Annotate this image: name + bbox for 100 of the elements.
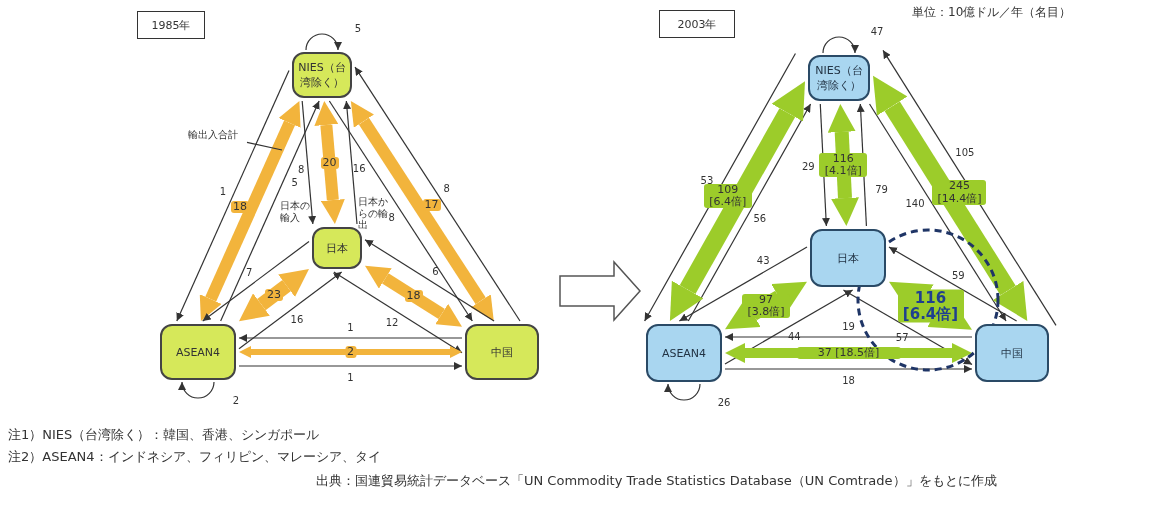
edge-label: 19: [842, 320, 855, 332]
trade-total-arrow: [889, 281, 972, 330]
flow-arrow: [354, 66, 521, 322]
flow-arrow: [724, 365, 973, 373]
flow-arrow: [328, 100, 473, 322]
edge-label: 43: [756, 254, 770, 266]
edge-label: 7: [246, 266, 253, 278]
edge-label: 245 [14.4倍]: [932, 180, 987, 205]
edge-label: 29: [802, 160, 815, 172]
edge-label: 59: [951, 269, 965, 280]
trade-total-arrow: [239, 346, 462, 358]
edge-label: 116 [4.1倍]: [819, 152, 868, 178]
edge-label: 8: [443, 182, 450, 194]
flow-arrow: [842, 289, 973, 366]
trade-total-arrow: [827, 104, 859, 226]
flow-arrow: [724, 333, 973, 341]
region-box: [292, 52, 352, 98]
region-box: [975, 324, 1049, 382]
edge-label: 18: [404, 290, 423, 303]
region-name: 日本: [326, 240, 348, 256]
region-box: [465, 324, 539, 380]
loop-arrow: [664, 383, 701, 401]
trade-total-arrow: [350, 101, 494, 321]
edge-label: 47: [870, 25, 884, 37]
edge-label: 140: [905, 197, 925, 209]
flow-arrow: [888, 246, 1018, 322]
leader-line: [246, 141, 283, 151]
edge-label: 26: [717, 396, 731, 408]
flow-arrow: [238, 334, 463, 342]
edge-label: 6: [432, 265, 439, 277]
year-label: 1985年: [151, 17, 191, 33]
edge-label: 56: [753, 212, 767, 224]
trade-total-arrow: [239, 268, 309, 322]
loop-arrow: [178, 381, 215, 399]
flow-arrow: [724, 289, 854, 365]
flow-arrow: [238, 271, 343, 350]
edge-label: 79: [875, 183, 888, 195]
region-box: [646, 324, 722, 382]
year-label: 2003年: [677, 16, 717, 32]
edge-label: 37 [18.5倍]: [796, 346, 901, 360]
edge-label: 2: [232, 394, 240, 406]
region-name: 日本: [837, 250, 859, 266]
flow-arrow: [220, 100, 320, 322]
region-box: [808, 55, 870, 101]
edge-label: 97 [3.8倍]: [742, 293, 790, 318]
edge-label: 1: [347, 321, 354, 333]
loop-arrow: [305, 33, 342, 51]
flow-arrow: [333, 271, 463, 354]
edge-label: 8: [388, 211, 395, 223]
edge-label: 5: [354, 22, 362, 34]
edge-label: 53: [700, 174, 714, 186]
edge-label: 1: [347, 371, 354, 383]
edge-label: 16: [352, 162, 366, 174]
note-text: 注1）NIES（台湾除く）：韓国、香港、シンガポール: [8, 428, 320, 443]
edge-label: 18: [231, 200, 250, 213]
edge-label: 12: [385, 316, 399, 328]
edge-label: 8: [297, 163, 305, 175]
edge-label: 1: [219, 185, 227, 197]
trade-total-arrow: [669, 81, 805, 321]
edge-label: 116 [6.4倍]: [897, 289, 964, 323]
region-name: ASEAN4: [175, 345, 221, 359]
region-name: 中国: [491, 344, 513, 360]
edge-label: 16: [290, 313, 304, 325]
edge-label: 44: [787, 330, 801, 342]
trade-total-arrow: [365, 265, 462, 327]
loop-arrow: [822, 36, 859, 54]
year-box: [137, 11, 205, 39]
region-name: NIES（台湾除く）: [297, 60, 347, 90]
flow-arrow: [238, 362, 463, 370]
flow-arrow: [202, 240, 310, 322]
annotation-text: 日本からの輸出: [358, 196, 388, 231]
region-name: NIES（台湾除く）: [814, 63, 864, 93]
callout-text: 輸出入合計: [182, 128, 244, 142]
flow-arrow: [882, 49, 1057, 326]
flow-arrow: [301, 100, 317, 225]
edge-label: 23: [265, 289, 283, 302]
region-box: [810, 229, 886, 287]
edge-label: 105: [955, 146, 975, 158]
flow-arrow: [678, 246, 808, 322]
note-text: 注2）ASEAN4：インドネシア、フィリピン、マレーシア、タイ: [8, 450, 381, 465]
trade-total-arrow: [199, 101, 301, 321]
flow-arrow: [176, 69, 290, 322]
edge-label: 57: [895, 331, 909, 343]
edge-label: 109 [6.4倍]: [703, 183, 752, 208]
region-name: 中国: [1001, 345, 1023, 361]
region-box: [160, 324, 236, 380]
region-name: ASEAN4: [661, 346, 707, 360]
flow-arrow: [364, 239, 495, 322]
flow-arrow: [868, 103, 1007, 322]
flow-arrow: [343, 100, 358, 225]
edge-label: 18: [842, 374, 855, 386]
edge-label: 5: [291, 177, 298, 188]
year-box: [659, 10, 735, 38]
note-text: 出典：国連貿易統計データベース「UN Commodity Trade Statistics Database（UN Comtrade）」をもとに作成: [316, 474, 997, 489]
flow-arrow: [644, 52, 797, 322]
annotation-text: 日本の輸入: [280, 200, 310, 223]
region-box: [312, 227, 362, 269]
flow-arrow: [687, 103, 812, 322]
edge-label: 2: [345, 345, 356, 359]
annotation-text: 単位：10億ドル／年（名目）: [912, 6, 1072, 20]
